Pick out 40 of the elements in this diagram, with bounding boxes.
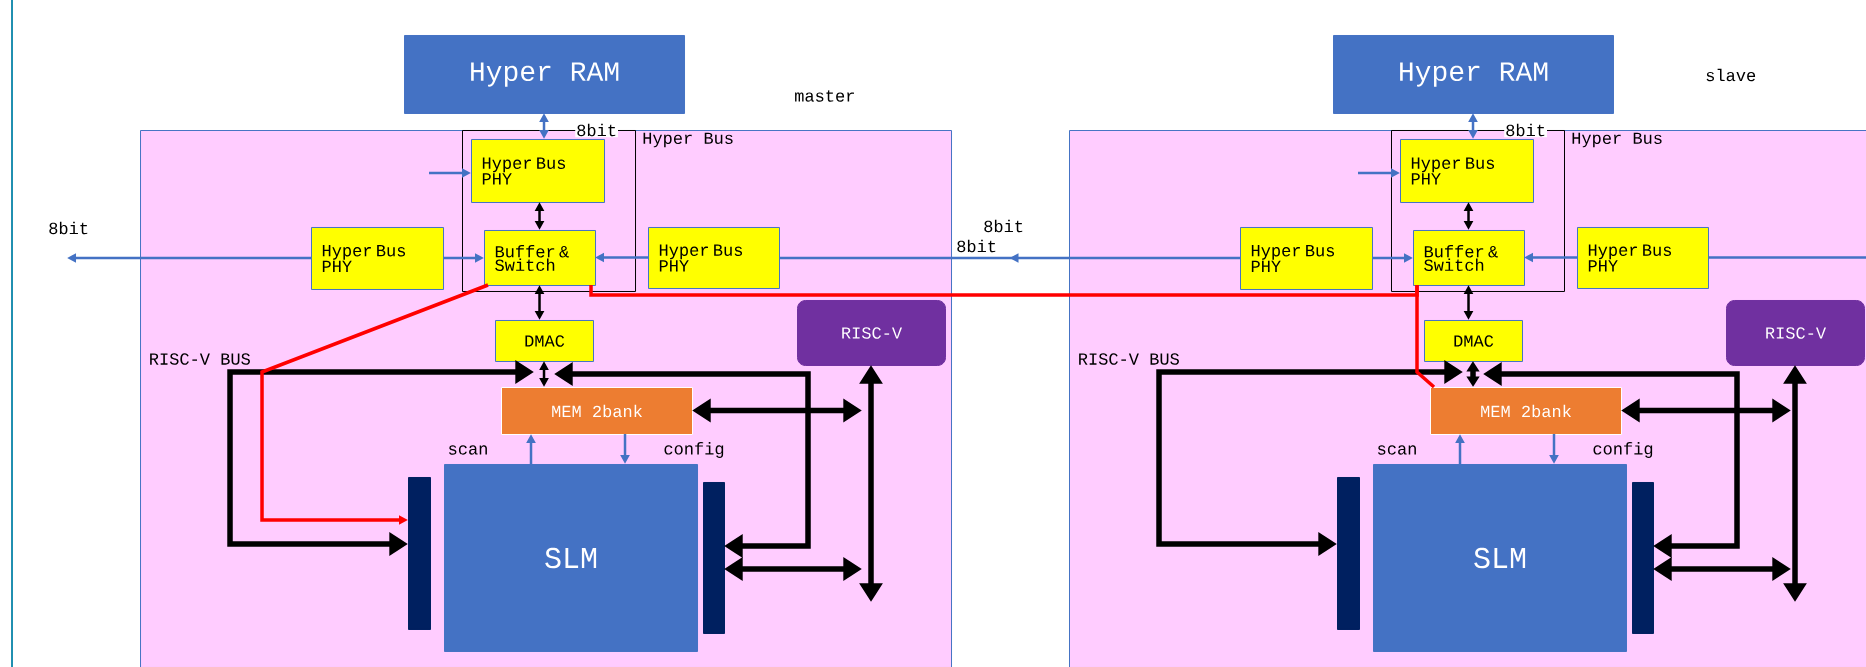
phy-box: Hyper Bus PHY [1577,227,1709,289]
signal-label: config [664,442,724,458]
phy-box: Hyper Bus PHY [471,139,605,203]
cpu-box: RISC-V [797,300,946,366]
memory-box: Hyper RAM [1333,35,1614,114]
slm-box: SLM [444,464,698,652]
signal-label: config [1593,442,1653,458]
data-path-line [260,283,489,525]
bus-label: RISC-V BUS [1079,353,1179,365]
slm-box: SLM [1373,464,1627,652]
side-label: master [795,90,854,102]
memory-bank-box: MEM 2bank [1430,387,1622,435]
phy-box: Hyper Bus PHY [1400,139,1534,203]
bus-label: RISC-V BUS [150,353,250,365]
signal-label: scan [449,445,487,455]
memory-box: Hyper RAM [404,35,685,114]
edge-label: 8bit [575,122,618,138]
edge-label: 8bit [982,218,1025,234]
connector-bar [703,482,725,634]
buffer-box: Buffer & Switch [1413,230,1525,286]
edge-label: 8bit [1504,122,1547,138]
buffer-box: Buffer & Switch [484,230,596,286]
connector-bar [408,477,431,630]
signal-label: 8bit [957,239,996,253]
cpu-box: RISC-V [1726,300,1865,366]
frame-heading: Hyper Bus [643,132,733,148]
dmac-box: DMAC [495,320,594,362]
frame-heading: Hyper Bus [1572,132,1662,148]
side-label: slave [1706,68,1756,82]
arrow [779,253,1240,263]
phy-box: Hyper Bus PHY [311,227,444,290]
edge-label: 8bit [47,220,90,236]
phy-box: Hyper Bus PHY [648,227,780,289]
phy-box: Hyper Bus PHY [1240,227,1373,290]
signal-label: scan [1378,445,1416,455]
connector-bar [1337,477,1360,630]
memory-bank-box: MEM 2bank [501,387,693,435]
dmac-box: DMAC [1424,320,1523,362]
connector-bar [1632,482,1654,634]
data-path-line [589,285,1419,297]
